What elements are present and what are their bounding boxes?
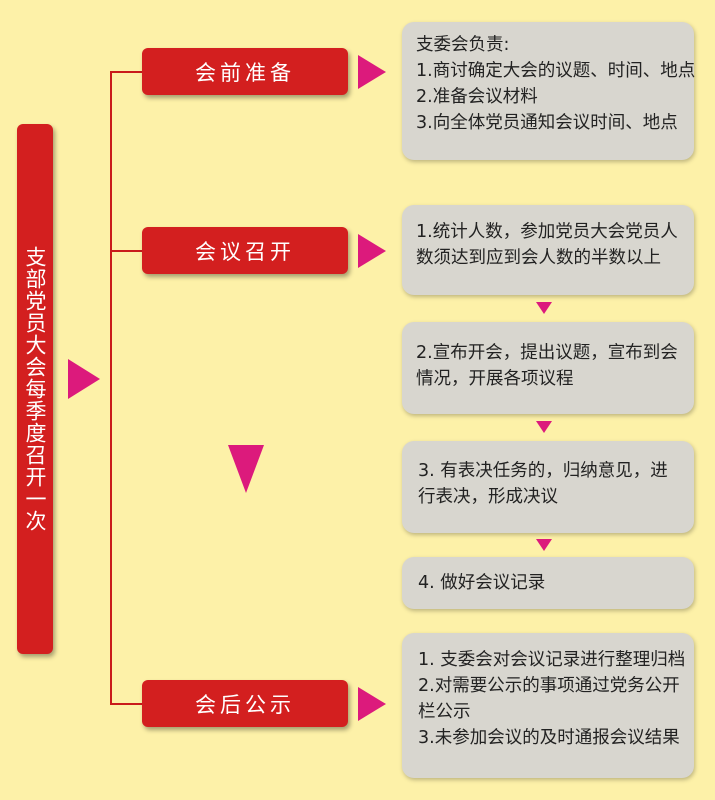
stage-post-meeting: 会后公示 [142,680,348,727]
meeting-step-4-text: 4. 做好会议记录 [418,573,546,593]
pre-meeting-line: 2.准备会议材料 [416,87,538,107]
meeting-frequency-text: 支部党员大会每季度召开一次 [23,246,47,532]
stage-post-meeting-label: 会后公示 [195,692,295,717]
post-meeting-line: 3.未参加会议的及时通报会议结果 [418,728,680,748]
meeting-step-1-text: 1.统计人数，参加党员大会党员人数须达到应到会人数的半数以上 [416,222,678,268]
flow-arrow-down-large-icon [228,445,264,493]
meeting-step-3-box: 3. 有表决任务的，归纳意见，进行表决，形成决议 [402,441,694,533]
post-meeting-box: 1. 支委会对会议记录进行整理归档 2.对需要公示的事项通过党务公开栏公示 3.… [402,633,694,778]
stage-meeting-arrow-right-icon [358,234,386,268]
stage-meeting: 会议召开 [142,227,348,274]
bracket-tick-post [110,703,142,705]
meeting-step-1-box: 1.统计人数，参加党员大会党员人数须达到应到会人数的半数以上 [402,205,694,295]
meeting-step-2-box: 2.宣布开会，提出议题，宣布到会情况，开展各项议程 [402,322,694,414]
pre-meeting-line: 1.商讨确定大会的议题、时间、地点 [416,61,696,81]
bracket-line [110,71,112,704]
stage-pre-meeting: 会前准备 [142,48,348,95]
step-arrow-down-icon [536,539,552,551]
meeting-step-4-box: 4. 做好会议记录 [402,557,694,609]
title-arrow-right-icon [68,359,100,399]
step-arrow-down-icon [536,302,552,314]
stage-meeting-label: 会议召开 [195,239,295,264]
pre-meeting-line: 3.向全体党员通知会议时间、地点 [416,113,678,133]
post-meeting-line: 2.对需要公示的事项通过党务公开栏公示 [418,676,680,722]
post-meeting-line: 1. 支委会对会议记录进行整理归档 [418,650,686,670]
stage-pre-meeting-label: 会前准备 [195,60,295,85]
meeting-step-3-text: 3. 有表决任务的，归纳意见，进行表决，形成决议 [418,461,668,507]
pre-meeting-box: 支委会负责: 1.商讨确定大会的议题、时间、地点 2.准备会议材料 3.向全体党… [402,22,696,160]
pre-meeting-line: 支委会负责: [416,35,510,55]
stage-post-meeting-arrow-right-icon [358,687,386,721]
bracket-tick-meeting [110,250,142,252]
bracket-tick-prep [110,71,142,73]
meeting-frequency-title: 支部党员大会每季度召开一次 [17,124,53,654]
stage-pre-meeting-arrow-right-icon [358,55,386,89]
step-arrow-down-icon [536,421,552,433]
meeting-step-2-text: 2.宣布开会，提出议题，宣布到会情况，开展各项议程 [416,343,678,389]
